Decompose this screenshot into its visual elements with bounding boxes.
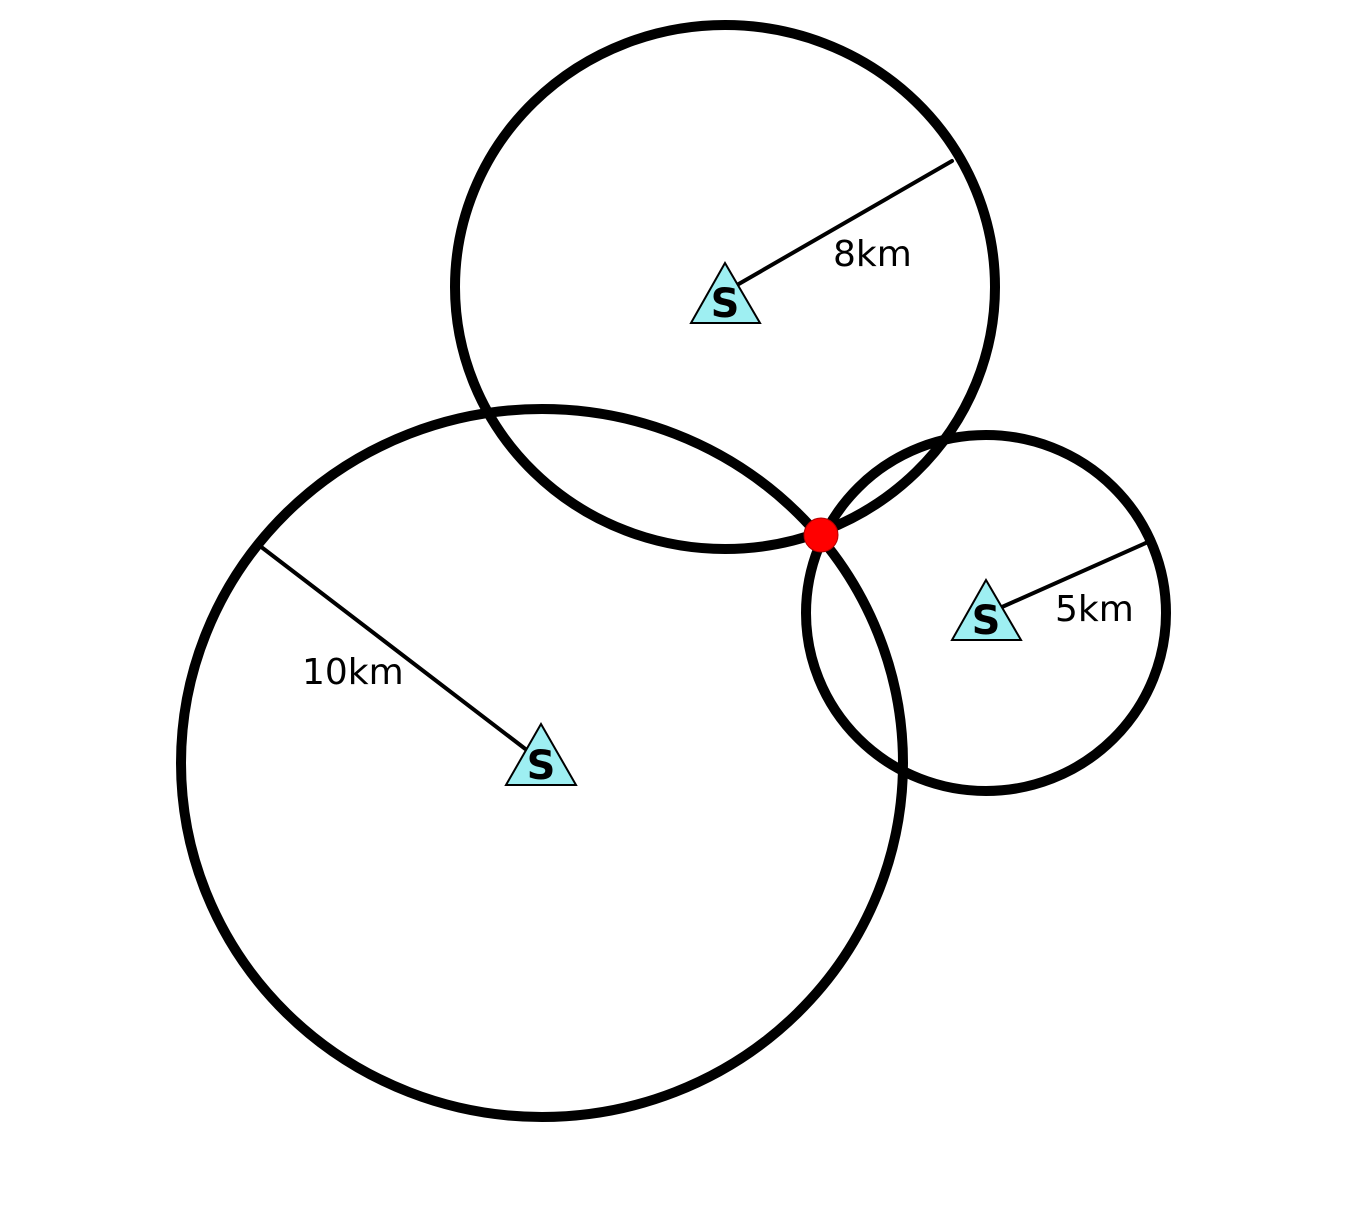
station-triangle-icon bbox=[950, 577, 1023, 641]
range-circle-top bbox=[450, 20, 1000, 554]
intersection-point-icon bbox=[803, 517, 839, 553]
station-triangle-icon bbox=[689, 260, 762, 324]
range-circle-left bbox=[176, 404, 908, 1122]
station-label: S bbox=[711, 281, 740, 327]
station-right: S bbox=[950, 577, 1023, 644]
range-circle-right bbox=[801, 430, 1171, 796]
radius-line-right bbox=[1000, 540, 1150, 609]
station-top: S bbox=[689, 260, 762, 327]
radius-label-left: 10km bbox=[302, 652, 404, 693]
radius-label-right: 5km bbox=[1055, 589, 1134, 630]
radius-line-top bbox=[735, 159, 954, 287]
station-label: S bbox=[527, 743, 556, 789]
radius-label-top: 8km bbox=[833, 234, 912, 275]
station-left: S bbox=[504, 721, 578, 789]
radius-line-left bbox=[258, 544, 530, 753]
station-label: S bbox=[972, 598, 1001, 644]
station-triangle-icon bbox=[504, 721, 578, 786]
